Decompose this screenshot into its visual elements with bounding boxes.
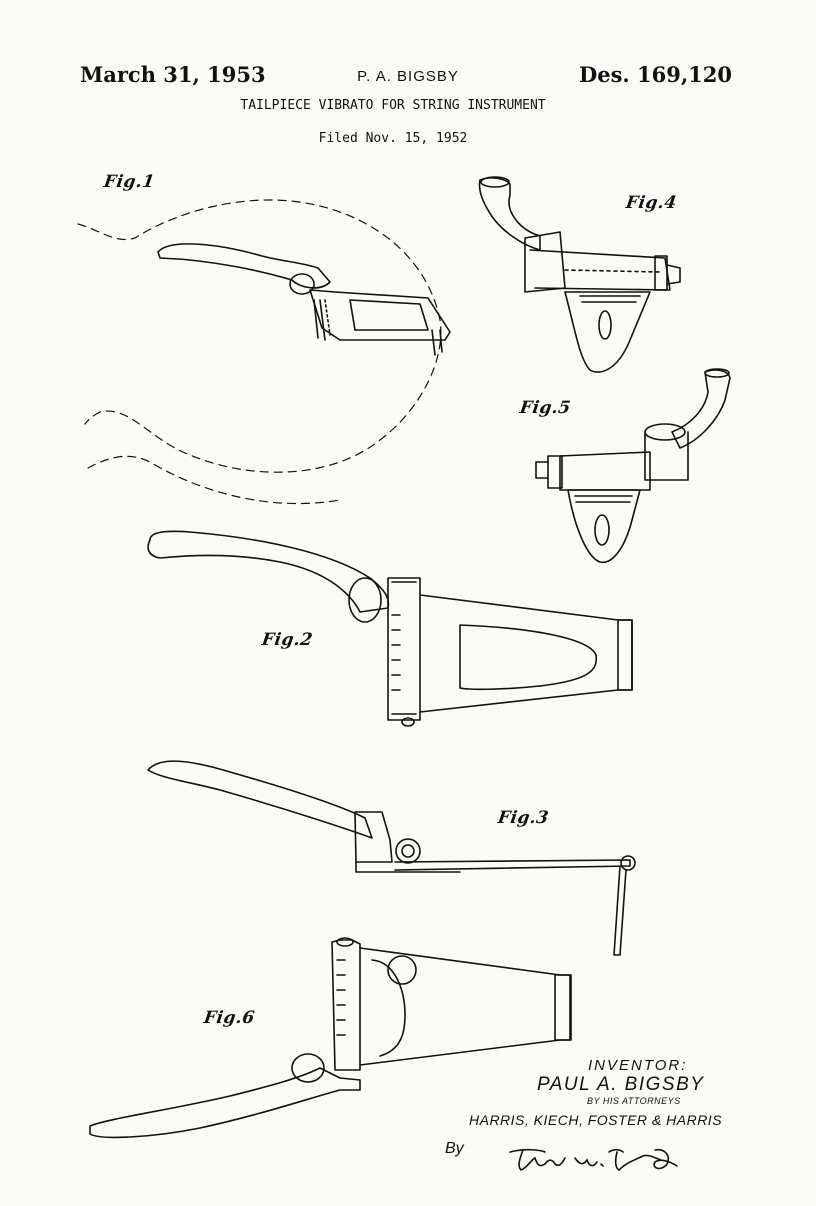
fig-4-label: Fig.4: [624, 193, 679, 213]
attorney-signature: [509, 1148, 678, 1171]
figure-2-drawing: [147, 530, 633, 727]
inventor-label: INVENTOR:: [588, 1057, 688, 1074]
by-label: By: [445, 1140, 464, 1157]
figure-4-drawing: [478, 176, 681, 373]
fig-1-label: Fig.1: [102, 172, 157, 192]
inventor-header: P. A. BIGSBY: [357, 68, 459, 85]
patent-number: Des. 169,120: [579, 62, 732, 87]
fig-6-label: Fig.6: [202, 1008, 257, 1028]
fig-5-label: Fig.5: [518, 398, 573, 418]
fig-2-label: Fig.2: [260, 630, 315, 650]
fig-3-label: Fig.3: [496, 808, 551, 828]
figure-3-drawing: [147, 760, 636, 956]
patent-title: TAILPIECE VIBRATO FOR STRING INSTRUMENT: [240, 98, 546, 113]
figure-1-drawing: [77, 199, 451, 505]
patent-date: March 31, 1953: [80, 62, 266, 87]
figure-6-drawing: [89, 937, 572, 1139]
figure-5-drawing: [535, 368, 731, 564]
filing-date: Filed Nov. 15, 1952: [318, 131, 468, 146]
inventor-name: PAUL A. BIGSBY: [537, 1074, 705, 1095]
attorney-firm: HARRIS, KIECH, FOSTER & HARRIS: [469, 1112, 723, 1128]
attorneys-caption: BY HIS ATTORNEYS: [587, 1096, 681, 1106]
